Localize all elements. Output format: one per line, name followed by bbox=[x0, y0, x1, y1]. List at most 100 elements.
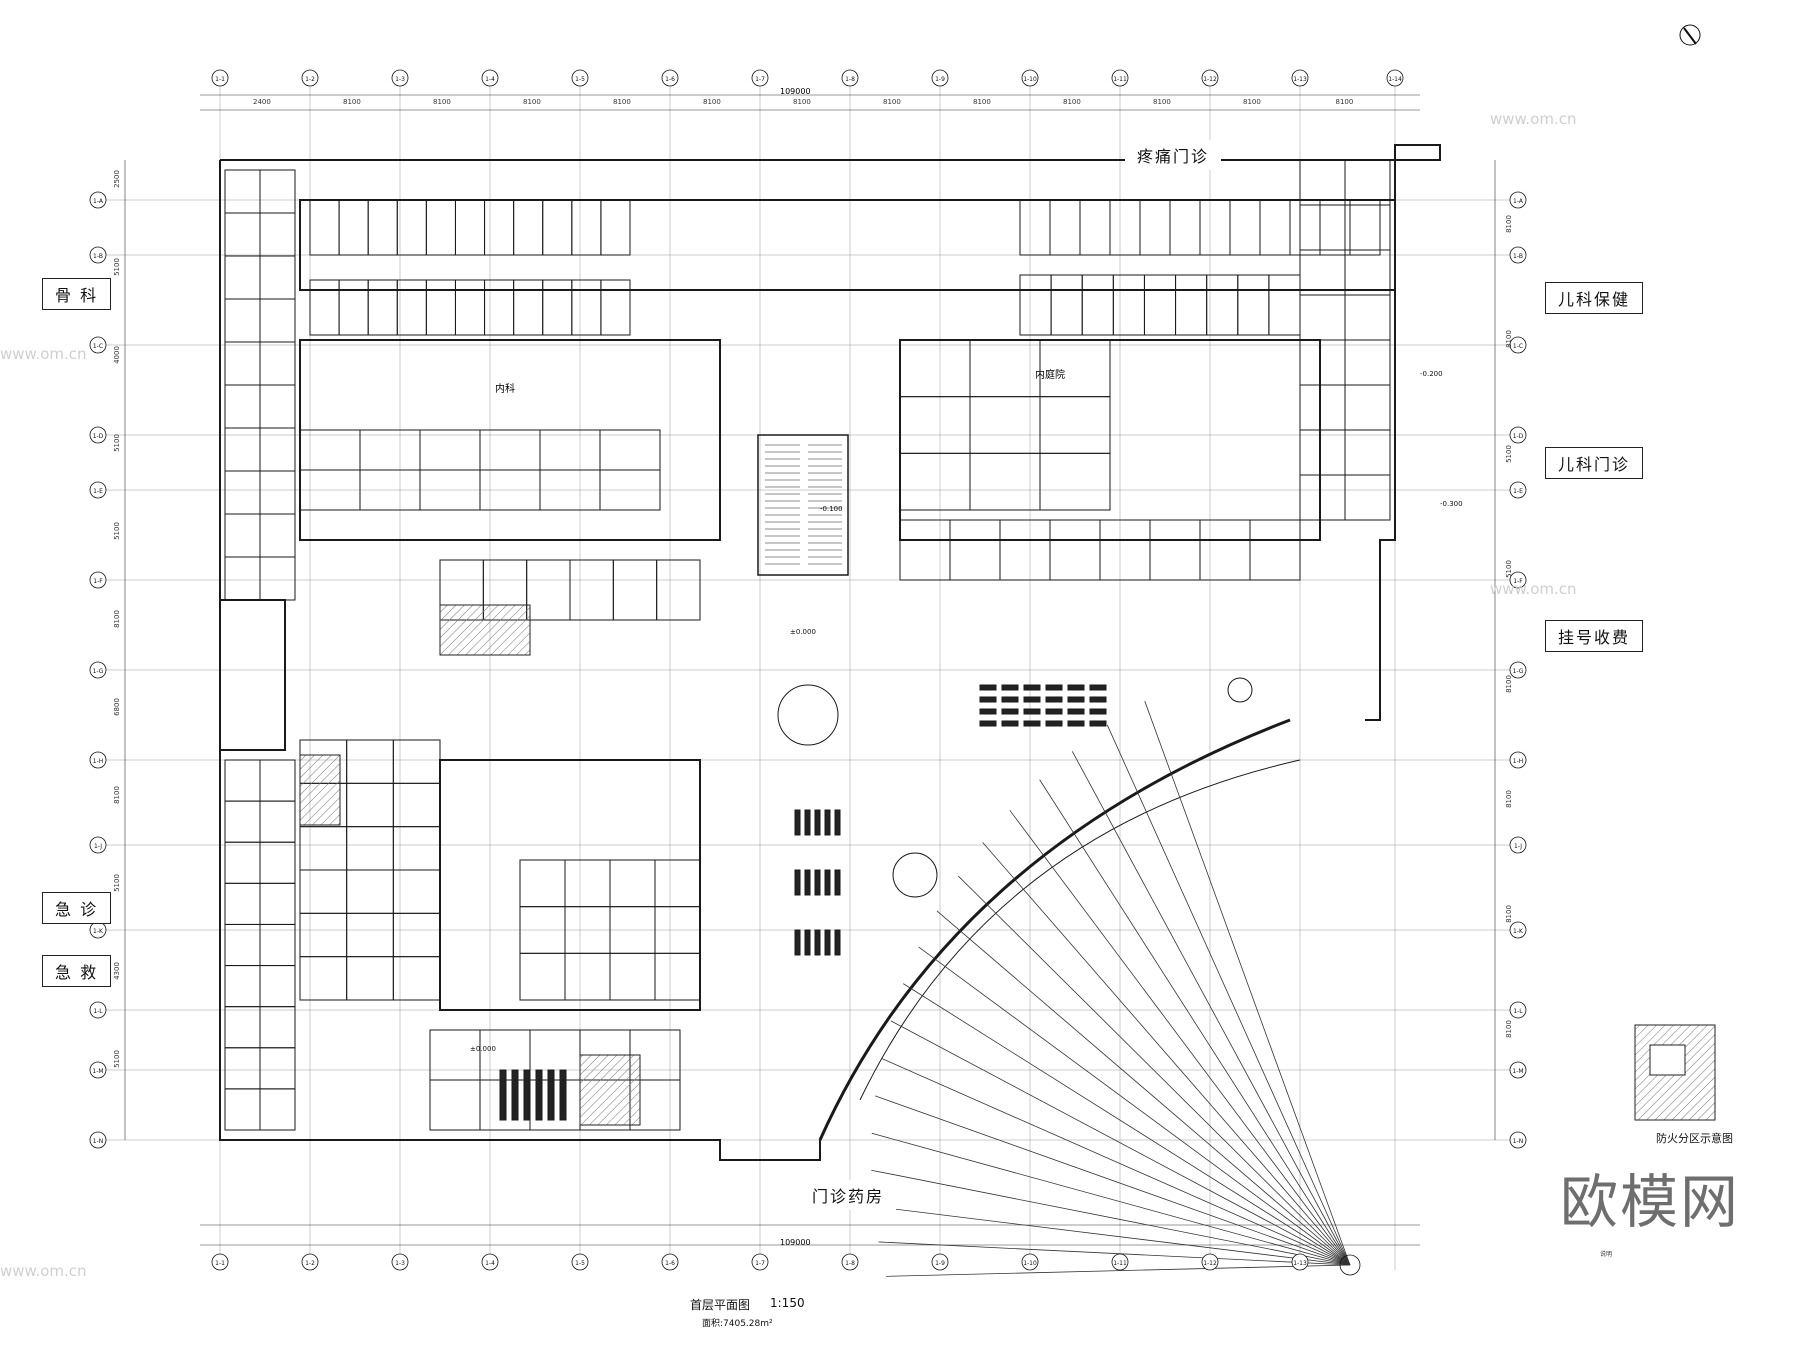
radial-line bbox=[1039, 779, 1351, 1266]
left-dimension: 5100 bbox=[112, 874, 121, 892]
room-cell bbox=[999, 519, 1051, 581]
room-cell bbox=[224, 427, 261, 472]
radial-line bbox=[958, 875, 1351, 1266]
left-dimension: 2500 bbox=[112, 170, 121, 188]
room-cell bbox=[479, 429, 541, 471]
room-cell bbox=[224, 759, 261, 802]
room-cell bbox=[899, 396, 971, 454]
room-cell bbox=[224, 341, 261, 386]
bay-dimension: 8100 bbox=[523, 98, 541, 106]
svg-text:1-F: 1-F bbox=[1513, 578, 1523, 585]
svg-text:1-C: 1-C bbox=[1513, 343, 1523, 350]
axis-bottom-bubble: 1-2 bbox=[301, 1253, 319, 1271]
room-cell bbox=[259, 800, 296, 843]
seat-row bbox=[559, 1069, 567, 1121]
room-cell bbox=[224, 513, 261, 558]
bay-dimension: 8100 bbox=[1153, 98, 1171, 106]
seat-row bbox=[814, 809, 821, 836]
room-cell bbox=[1169, 199, 1201, 256]
room-cell bbox=[259, 255, 296, 300]
watermark-url-1: www.om.cn bbox=[0, 345, 87, 363]
room-cell bbox=[899, 452, 971, 511]
room-cell bbox=[1299, 294, 1346, 341]
drawing-scale: 1:150 bbox=[770, 1296, 805, 1310]
axis-left-bubble: 1-K bbox=[89, 921, 107, 939]
bay-dimension: 8100 bbox=[703, 98, 721, 106]
room-cell bbox=[1249, 519, 1301, 581]
zone-emergency: 急 诊 bbox=[42, 892, 112, 924]
fire-zone-inset-map bbox=[1634, 1024, 1716, 1121]
zone-registration: 挂号收费 bbox=[1545, 620, 1644, 652]
zone-pediatric-clinic: 儿科门诊 bbox=[1545, 447, 1644, 479]
left-dimension: 5100 bbox=[112, 522, 121, 540]
room-cell bbox=[600, 199, 631, 256]
seat-row bbox=[1045, 684, 1063, 691]
seat-row bbox=[511, 1069, 519, 1121]
svg-text:1-J: 1-J bbox=[94, 843, 102, 850]
svg-text:1-6: 1-6 bbox=[665, 76, 675, 83]
axis-left-bubble: 1-H bbox=[89, 751, 107, 769]
axis-right-bubble: 1-L bbox=[1509, 1001, 1527, 1019]
svg-text:1-8: 1-8 bbox=[845, 76, 855, 83]
svg-text:1-H: 1-H bbox=[93, 758, 104, 765]
axis-right-bubble: 1-E bbox=[1509, 481, 1527, 499]
svg-text:1-G: 1-G bbox=[93, 668, 104, 675]
room-cell bbox=[969, 339, 1041, 398]
room-cell bbox=[224, 882, 261, 925]
seat-row bbox=[1045, 696, 1063, 703]
room-cell bbox=[1229, 199, 1261, 256]
room-cell bbox=[899, 519, 951, 581]
radial-line bbox=[881, 1058, 1351, 1266]
axis-right-bubble: 1-B bbox=[1509, 246, 1527, 264]
room-cell bbox=[1259, 199, 1291, 256]
elevation-mark: -0.100 bbox=[820, 505, 843, 513]
seat-row bbox=[804, 929, 811, 956]
room-cell bbox=[1143, 274, 1177, 336]
svg-text:1-11: 1-11 bbox=[1113, 76, 1127, 83]
zone-pediatric-care: 儿科保健 bbox=[1545, 282, 1644, 314]
axis-left-bubble: 1-C bbox=[89, 336, 107, 354]
room-cell bbox=[259, 1047, 296, 1090]
room-cell bbox=[429, 1029, 481, 1081]
seat-row bbox=[979, 720, 997, 727]
room-inner-courtyard: 内庭院 bbox=[1035, 370, 1065, 381]
axis-bottom-bubble: 1-9 bbox=[931, 1253, 949, 1271]
radial-line bbox=[875, 1095, 1351, 1266]
right-dimension: 5100 bbox=[1504, 560, 1513, 578]
building-outline bbox=[219, 144, 1441, 1161]
room-cell bbox=[1344, 429, 1391, 476]
axis-top-bubble: 1-13 bbox=[1291, 69, 1309, 87]
elevation-mark: ±0.000 bbox=[790, 628, 816, 636]
axis-top-bubble: 1-1 bbox=[211, 69, 229, 87]
room-cell bbox=[454, 279, 486, 336]
axis-bottom-bubble: 1-4 bbox=[481, 1253, 499, 1271]
elevation-mark: ±0.000 bbox=[470, 1045, 496, 1053]
axis-bottom-bubble: 1-10 bbox=[1021, 1253, 1039, 1271]
seat-row bbox=[1089, 696, 1107, 703]
svg-text:1-M: 1-M bbox=[1512, 1068, 1523, 1075]
room-cell bbox=[338, 199, 369, 256]
svg-text:1-14: 1-14 bbox=[1388, 76, 1402, 83]
room-cell bbox=[367, 199, 398, 256]
seat-row bbox=[1023, 684, 1041, 691]
seat-row bbox=[824, 809, 831, 836]
left-dimension: 8100 bbox=[112, 786, 121, 804]
room-cell bbox=[1299, 384, 1346, 431]
room-cell bbox=[259, 1088, 296, 1131]
room-cell bbox=[259, 427, 296, 472]
right-dimension: 8100 bbox=[1504, 790, 1513, 808]
room-cell bbox=[1081, 274, 1114, 336]
svg-text:1-L: 1-L bbox=[93, 1008, 103, 1015]
room-cell bbox=[259, 341, 296, 386]
axis-top-bubble: 1-6 bbox=[661, 69, 679, 87]
zone-pain-clinic: 疼痛门诊 bbox=[1125, 140, 1222, 170]
drawing-area-note: 面积:7405.28m² bbox=[702, 1319, 773, 1329]
room-cell bbox=[224, 1088, 261, 1131]
room-cell bbox=[612, 559, 658, 621]
room-cell bbox=[224, 556, 261, 601]
drawing-title: 首层平面图 bbox=[690, 1298, 751, 1312]
seat-row bbox=[1023, 720, 1041, 727]
seat-row bbox=[814, 929, 821, 956]
watermark-url-3: www.om.cn bbox=[0, 1262, 87, 1280]
